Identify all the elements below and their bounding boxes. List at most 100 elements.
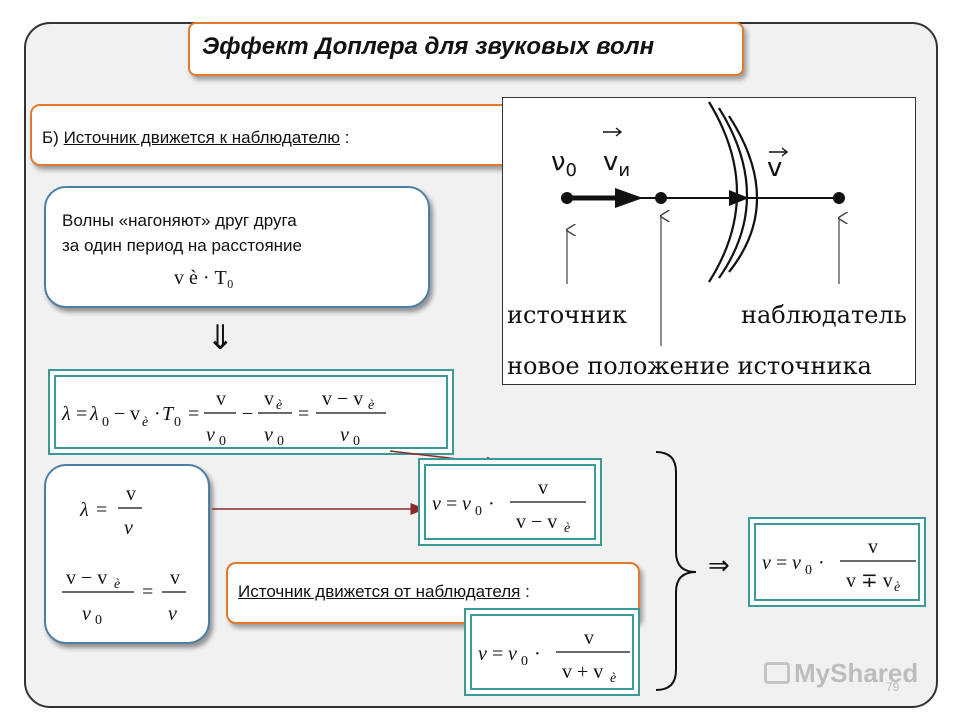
case-away-label: Источник движется от наблюдателя	[238, 582, 521, 601]
svg-text:0: 0	[95, 613, 102, 628]
svg-text:·: ·	[488, 493, 495, 515]
svg-text:=: =	[188, 403, 199, 425]
svg-text:è: è	[368, 398, 374, 413]
watermark-logo: MyShared	[764, 658, 918, 689]
svg-text:λ: λ	[89, 403, 99, 425]
svg-text:v ∓ v: v ∓ v	[846, 570, 893, 592]
source-velocity-arrowhead	[615, 188, 643, 208]
implies-down-arrow: ⇓	[206, 319, 235, 357]
case-b-label: Источник движется к наблюдателю	[63, 128, 341, 147]
svg-text:v + v: v + v	[562, 661, 603, 683]
svg-text:λ: λ	[61, 403, 71, 425]
case-b-prefix: Б)	[42, 128, 59, 147]
result-away-box: ν = ν 0 · v v + v è	[464, 608, 640, 696]
catch-up-line-2: за один период на расстояние	[62, 236, 302, 255]
svg-text:0: 0	[475, 504, 482, 519]
label-new-position: новое положение источника	[507, 352, 872, 380]
wavefront-3	[728, 115, 759, 273]
svg-text:−: −	[114, 403, 125, 425]
svg-text:è: è	[114, 577, 120, 592]
svg-text:ν: ν	[82, 603, 91, 625]
svg-text:=: =	[446, 493, 457, 515]
svg-text:ν: ν	[340, 424, 349, 446]
catch-up-box: Волны «нагоняют» друг друга за один пери…	[44, 186, 430, 308]
svg-text:T: T	[162, 403, 175, 425]
svg-text:ν: ν	[508, 643, 517, 665]
watermark-icon	[764, 662, 790, 684]
doppler-picture: ν0 vи v источник наблюдатель новое полож…	[502, 97, 916, 385]
svg-text:ν: ν	[432, 493, 441, 515]
svg-text:=: =	[298, 403, 309, 425]
svg-text:0: 0	[277, 434, 284, 449]
svg-text:v: v	[538, 477, 548, 499]
page-number: 79	[886, 680, 900, 694]
svg-text:v − v: v − v	[516, 511, 557, 533]
svg-text:è: è	[276, 398, 282, 413]
svg-text:=: =	[142, 581, 153, 603]
svg-text:=: =	[76, 403, 87, 425]
v-source-vector-mark	[603, 127, 623, 137]
svg-text:v: v	[264, 388, 274, 410]
svg-text:·: ·	[818, 552, 825, 574]
svg-text:è: è	[142, 415, 148, 430]
svg-text:v: v	[216, 388, 226, 410]
svg-text:=: =	[776, 552, 787, 574]
svg-text:è: è	[894, 580, 900, 595]
svg-text:ν: ν	[762, 552, 771, 574]
svg-text:0: 0	[102, 415, 109, 430]
result-toward-box: ν = ν 0 · v v − v è	[418, 458, 602, 546]
svg-text:0: 0	[805, 563, 812, 578]
svg-text:v: v	[584, 627, 594, 649]
wavefront-1	[708, 101, 738, 283]
result-away-inner: ν = ν 0 · v v + v è	[470, 614, 634, 690]
svg-text:·: ·	[534, 643, 541, 665]
svg-text:è: è	[564, 521, 570, 536]
result-away-svg: ν = ν 0 · v v + v è	[478, 627, 630, 686]
result-toward-svg: ν = ν 0 · v v − v è	[432, 477, 586, 536]
svg-text:ν: ν	[462, 493, 471, 515]
svg-text:0: 0	[174, 415, 181, 430]
wavelength-chain-svg: λ = λ 0 − v è · T 0 = v ν 0 − v è ν 0	[61, 388, 386, 449]
nu0-label: ν0	[551, 147, 577, 181]
svg-text:0: 0	[353, 434, 360, 449]
svg-text:=: =	[492, 643, 503, 665]
svg-text:ν: ν	[168, 603, 177, 625]
svg-text:0: 0	[219, 434, 226, 449]
v-wave-label: v	[767, 153, 782, 183]
case-away-suffix: :	[525, 582, 530, 601]
svg-text:v: v	[868, 536, 878, 558]
new-source-dot	[655, 192, 667, 204]
slide-title: Эффект Доплера для звуковых волн	[188, 22, 744, 76]
implies-right-arrow: ⇒	[708, 550, 730, 580]
result-general-box: ν = ν 0 · v v ∓ v è	[748, 517, 926, 607]
observer-dot	[833, 192, 845, 204]
wavelength-chain-inner: λ = λ 0 − v è · T 0 = v ν 0 − v è ν 0	[54, 375, 448, 449]
case-b-suffix: :	[344, 128, 350, 147]
wavefront-2	[718, 107, 749, 279]
result-general-svg: ν = ν 0 · v v ∓ v è	[762, 536, 916, 595]
svg-text:ν: ν	[792, 552, 801, 574]
doppler-diagram-svg: ν0 vи v источник наблюдатель новое полож…	[507, 101, 907, 380]
left-formula-box: λ = v ν v − v è ν 0 = v ν	[44, 464, 210, 644]
wavelength-chain-box: λ = λ 0 − v è · T 0 = v ν 0 − v è ν 0	[48, 369, 454, 455]
v-source-label: vи	[603, 147, 630, 181]
label-source: источник	[507, 301, 627, 329]
svg-text:v − v: v − v	[322, 388, 363, 410]
svg-text:ν: ν	[478, 643, 487, 665]
combining-brace	[655, 451, 697, 691]
result-general-inner: ν = ν 0 · v v ∓ v è	[754, 523, 920, 601]
svg-text:λ: λ	[79, 499, 89, 521]
svg-text:·: ·	[154, 403, 161, 425]
watermark-text: MyShared	[794, 658, 919, 688]
source-dot	[561, 192, 573, 204]
svg-text:=: =	[96, 499, 107, 521]
case-b-box: Б) Источник движется к наблюдателю :	[30, 104, 522, 166]
label-observer: наблюдатель	[741, 301, 907, 329]
svg-text:ν: ν	[264, 424, 273, 446]
svg-text:v − v: v − v	[66, 567, 107, 589]
svg-text:ν: ν	[206, 424, 215, 446]
svg-text:−: −	[242, 403, 253, 425]
svg-text:ν: ν	[124, 517, 133, 539]
svg-text:v: v	[170, 567, 180, 589]
wave-direction-arrowhead	[729, 190, 749, 206]
